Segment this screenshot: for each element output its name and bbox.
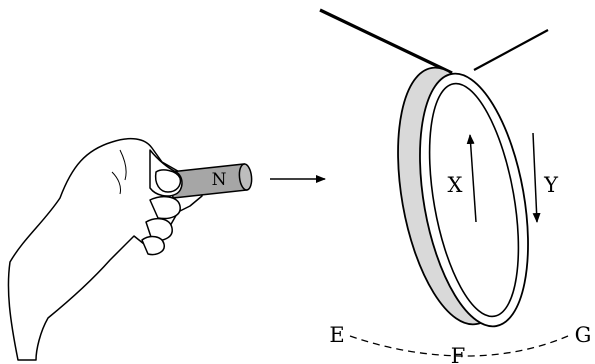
thread-left: [319, 8, 453, 75]
current-label-x: X: [448, 173, 463, 197]
swing-label-f: F: [451, 344, 466, 364]
metal-ring: [397, 66, 529, 328]
magnet-end: [238, 163, 253, 191]
magnet-pole-label: N: [212, 170, 227, 190]
hand-crease: [111, 149, 127, 195]
current-arrow-y: [532, 132, 541, 223]
hand-fingers: [141, 149, 183, 256]
thread-right: [473, 29, 549, 71]
finger-little: [141, 235, 165, 256]
current-label-y: Y: [543, 173, 559, 197]
current-arrows: [466, 132, 541, 223]
thumb: [154, 169, 182, 193]
swing-label-e: E: [329, 323, 344, 347]
suspension-threads: [319, 8, 549, 75]
hand-palm: [7, 137, 203, 361]
swing-label-g: G: [575, 323, 592, 347]
finger-middle: [149, 195, 181, 220]
swing-path: [349, 335, 569, 357]
hand: [7, 137, 203, 361]
current-arrow-x: [466, 134, 477, 223]
